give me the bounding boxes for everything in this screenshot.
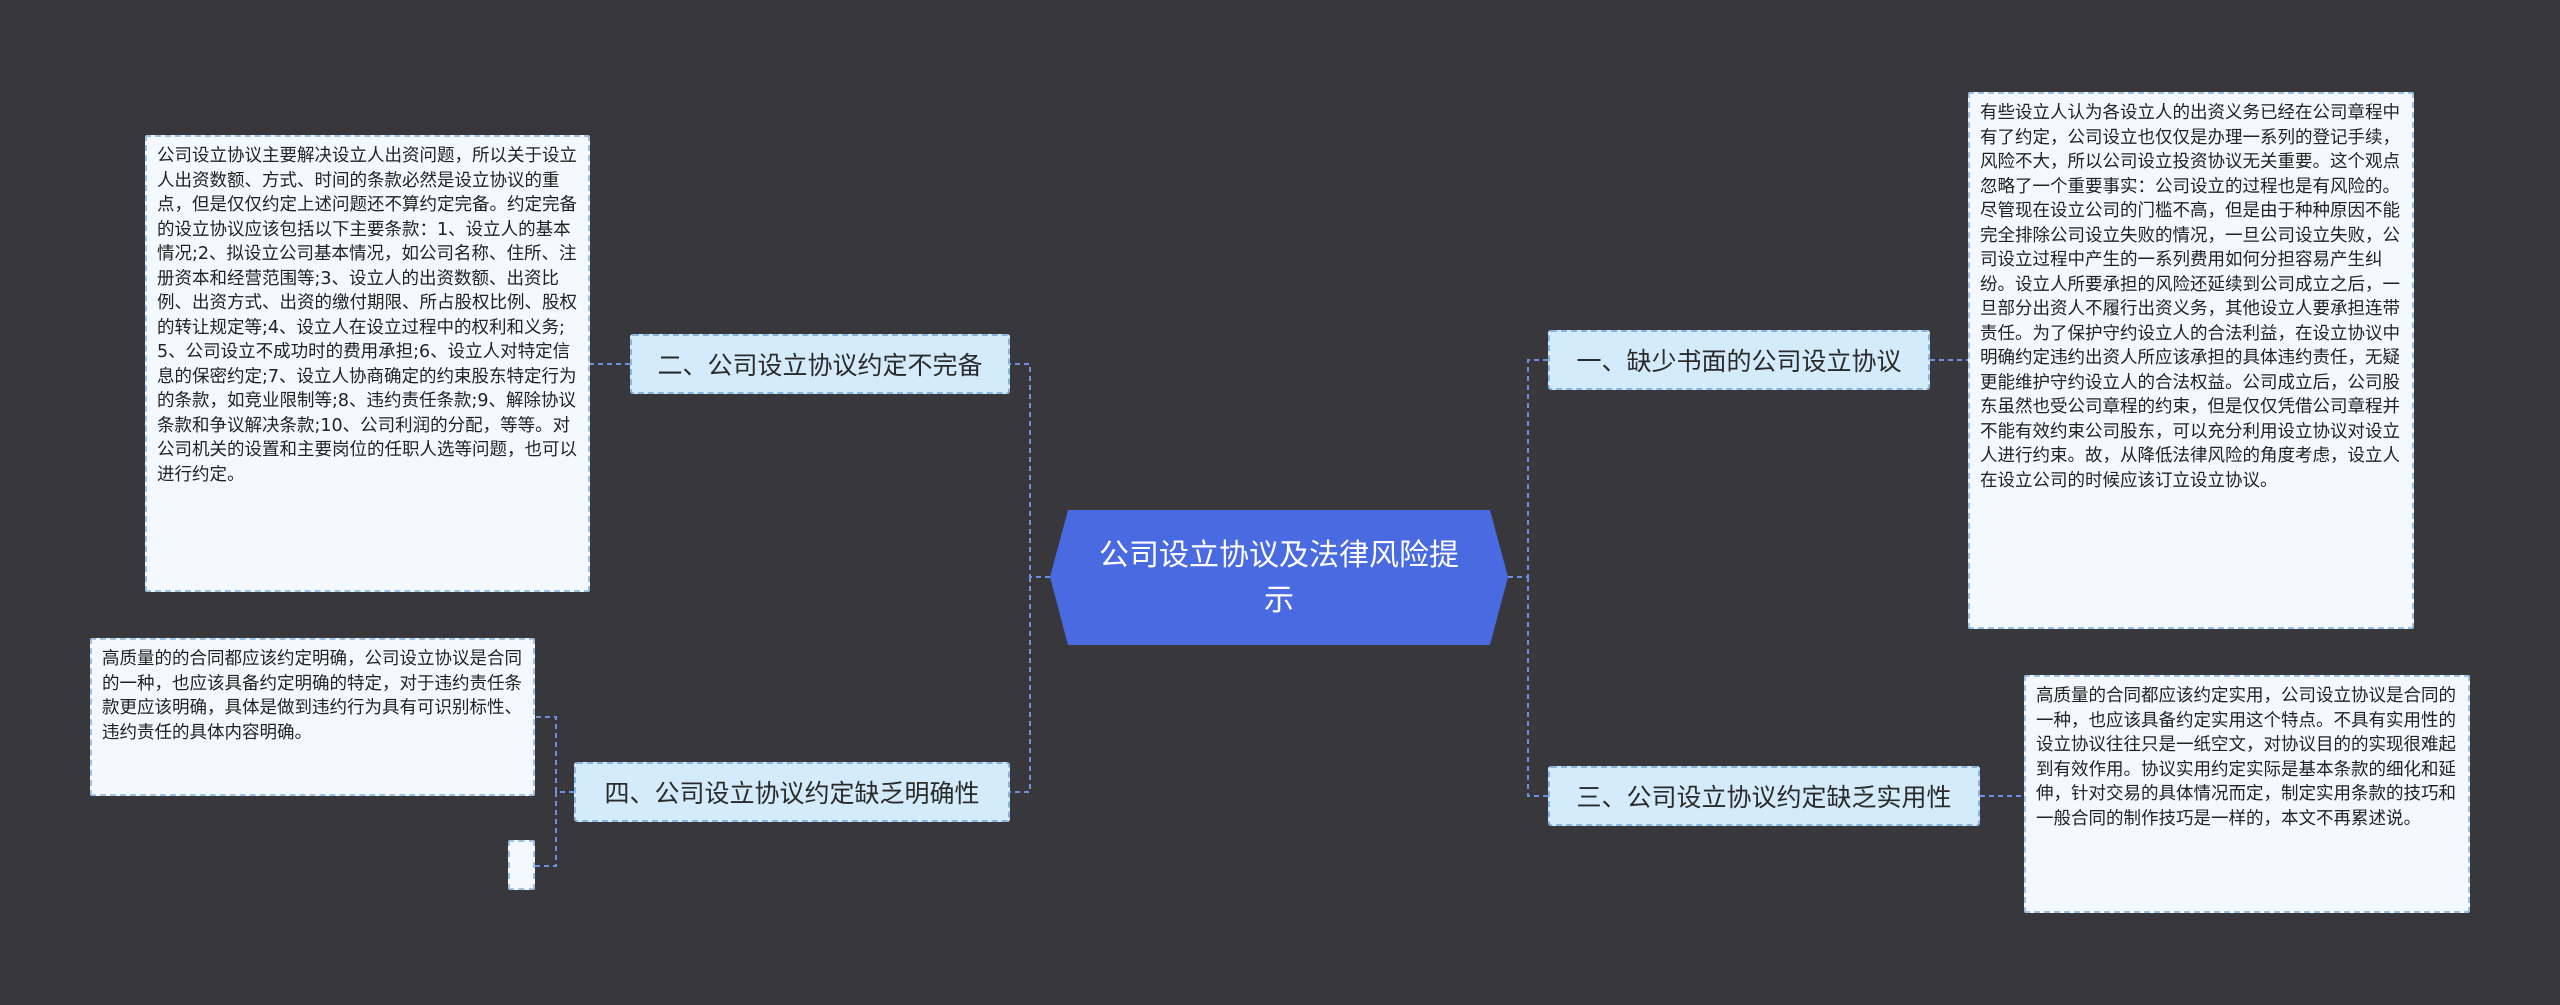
branch-label: 四、公司设立协议约定缺乏明确性: [604, 779, 980, 808]
connector-b4-note: [535, 716, 574, 793]
note-lack-of-practicality: 高质量的合同都应该约定实用，公司设立协议是合同的一种，也应该具备约定实用这个特点…: [2024, 675, 2470, 913]
root-topic-label: 公司设立协议及法律风险提示: [1099, 537, 1459, 618]
connector-root-b2: [1010, 363, 1050, 578]
connector-b4-leaf: [535, 792, 557, 867]
note-incomplete-terms: 公司设立协议主要解决设立人出资问题，所以关于设立人出资数额、方式、时间的条款必然…: [145, 135, 590, 592]
branch-lack-of-practicality[interactable]: 三、公司设立协议约定缺乏实用性: [1548, 766, 1980, 826]
empty-leaf-node[interactable]: [508, 840, 535, 890]
branch-label: 二、公司设立协议约定不完备: [657, 351, 983, 380]
branch-lack-of-clarity[interactable]: 四、公司设立协议约定缺乏明确性: [574, 762, 1010, 822]
connector-root-b1: [1508, 359, 1548, 578]
branch-missing-written-agreement[interactable]: 一、缺少书面的公司设立协议: [1548, 330, 1930, 390]
connector-root-b4: [1010, 577, 1031, 793]
connector-root-b3: [1527, 577, 1548, 797]
note-lack-of-clarity: 高质量的的合同都应该约定明确，公司设立协议是合同的一种，也应该具备约定明确的特定…: [90, 638, 535, 796]
branch-label: 三、公司设立协议约定缺乏实用性: [1576, 783, 1952, 812]
note-missing-written-agreement: 有些设立人认为各设立人的出资义务已经在公司章程中有了约定，公司设立也仅仅是办理一…: [1968, 92, 2414, 629]
branch-label: 一、缺少书面的公司设立协议: [1576, 347, 1902, 376]
root-topic[interactable]: 公司设立协议及法律风险提示: [1050, 510, 1508, 645]
branch-incomplete-terms[interactable]: 二、公司设立协议约定不完备: [630, 334, 1010, 394]
